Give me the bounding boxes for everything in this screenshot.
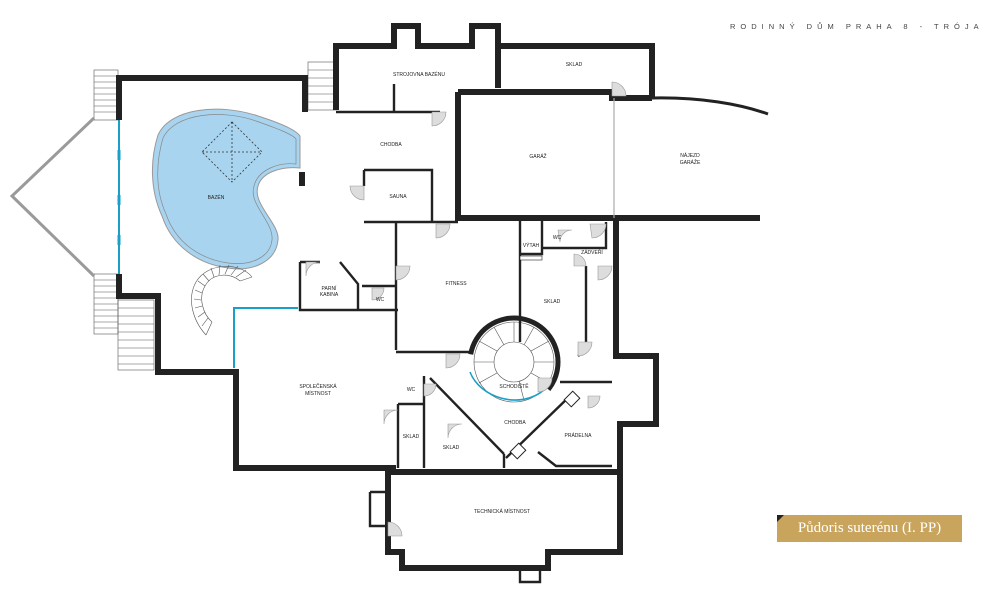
room-label-technicka: TECHNICKÁ MÍSTNOST: [474, 508, 530, 515]
pool-water: [151, 108, 301, 270]
room-label-wc-low: WC: [407, 387, 416, 393]
plan-title-badge: Půdoris suterénu (I. PP): [777, 515, 962, 542]
pool-spiral-stair: [191, 264, 253, 336]
room-label-bazen: BAZÉN: [208, 194, 225, 201]
room-label-zadveri: ZÁDVEŘÍ: [581, 248, 603, 256]
room-label-parni-2: KABINA: [320, 292, 339, 298]
room-label-garaz: GARÁŽ: [529, 152, 546, 160]
garage-driveway-curve: [651, 96, 769, 116]
central-spiral-stair: [467, 315, 561, 409]
lounge-glazing: [233, 307, 298, 368]
room-label-sklad-low-2: SKLAD: [443, 445, 460, 451]
room-label-chodba-top: CHODBA: [380, 142, 402, 148]
west-bay-outline: [9, 116, 96, 278]
room-label-schodiste: SCHODIŠTĚ: [499, 382, 529, 390]
badge-corner-mark: [777, 515, 784, 522]
room-label-sauna: SAUNA: [389, 194, 407, 200]
elevator-door-mark: [519, 255, 543, 261]
room-label-spolecenska-1: SPOLEČENSKÁ: [299, 383, 337, 390]
project-title: RODINNÝ DŮM PRAHA 8 - TRÓJA: [730, 22, 984, 31]
room-label-parni-1: PARNÍ: [322, 285, 338, 292]
room-label-pradelna: PRÁDELNA: [565, 432, 593, 439]
room-label-najezd-1: NÁJEZD: [680, 152, 700, 159]
room-label-spolecenska-2: MÍSTNOST: [305, 390, 331, 397]
room-label-vytah: VÝTAH: [523, 242, 540, 249]
room-label-wc-mid: WC: [376, 297, 385, 303]
room-label-chodba-low: CHODBA: [504, 420, 526, 426]
room-label-sklad-low-1: SKLAD: [403, 434, 420, 440]
door-swings: [305, 81, 627, 537]
room-label-fitness: FITNESS: [445, 281, 467, 287]
pool-diamond-marking: [201, 121, 263, 183]
interior-walls: [298, 84, 612, 584]
room-label-strojovna: STROJOVNA BAZÉNU: [393, 71, 445, 78]
pool-inner-edge: [157, 114, 297, 264]
room-label-najezd-2: GARÁŽE: [680, 158, 701, 166]
room-label-sklad-right: SKLAD: [544, 299, 561, 305]
room-label-wc-right: WC: [553, 235, 562, 241]
west-exterior-stairs: [93, 61, 337, 371]
exterior-walls: [116, 23, 760, 571]
diagonal-door-frames: [509, 390, 581, 460]
room-label-sklad-top: SKLAD: [566, 62, 583, 68]
